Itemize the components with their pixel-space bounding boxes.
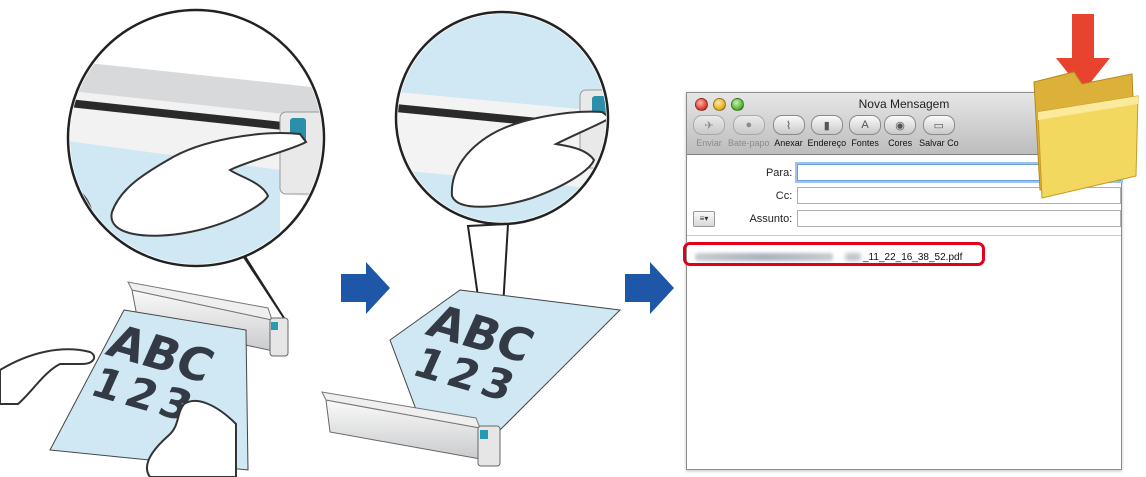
paperclip-icon: ⌇ — [786, 119, 791, 132]
cc-label: Cc: — [687, 190, 797, 202]
toolbar-label: Fontes — [851, 138, 879, 148]
header-options-button[interactable]: ≡▾ — [693, 211, 715, 227]
color-wheel-icon: ◉ — [895, 119, 905, 132]
subject-field[interactable] — [797, 210, 1121, 227]
attachment-highlight — [683, 242, 985, 266]
header-divider — [687, 235, 1121, 236]
list-options-icon: ≡▾ — [700, 214, 709, 223]
toolbar-send-button[interactable]: ✈ Enviar — [693, 115, 725, 148]
toolbar-chat-button[interactable]: ● Bate-papo — [728, 115, 770, 148]
scene-2-scan: ABC 123 — [322, 10, 620, 466]
fonts-icon: A — [861, 119, 868, 131]
toolbar-label: Endereço — [808, 138, 847, 148]
arrow-right-1 — [341, 262, 390, 314]
send-icon: ✈ — [704, 119, 713, 132]
subject-row: ≡▾ Assunto: — [687, 207, 1121, 230]
toolbar-label: Enviar — [696, 138, 722, 148]
toolbar-label: Cores — [888, 138, 912, 148]
save-draft-icon: ▭ — [934, 119, 944, 132]
scan-illustration: ABC 123 ABC 123 — [0, 0, 686, 477]
to-label: Para: — [687, 167, 797, 179]
scene-1-insert-paper: ABC 123 — [0, 0, 340, 477]
toolbar-attach-button[interactable]: ⌇ Anexar — [773, 115, 805, 148]
chat-icon: ● — [745, 119, 752, 131]
toolbar: ✈ Enviar ● Bate-papo ⌇ Anexar ▮ Endereço… — [693, 115, 962, 148]
toolbar-label: Anexar — [774, 138, 803, 148]
toolbar-address-button[interactable]: ▮ Endereço — [808, 115, 847, 148]
arrow-right-2 — [625, 262, 674, 314]
toolbar-fonts-button[interactable]: A Fontes — [849, 115, 881, 148]
address-book-icon: ▮ — [824, 119, 830, 132]
toolbar-save-button[interactable]: ▭ Salvar Co — [919, 115, 959, 148]
toolbar-label: Salvar Co — [919, 138, 959, 148]
toolbar-label: Bate-papo — [728, 138, 770, 148]
toolbar-colors-button[interactable]: ◉ Cores — [884, 115, 916, 148]
folder-icon — [1026, 12, 1144, 208]
